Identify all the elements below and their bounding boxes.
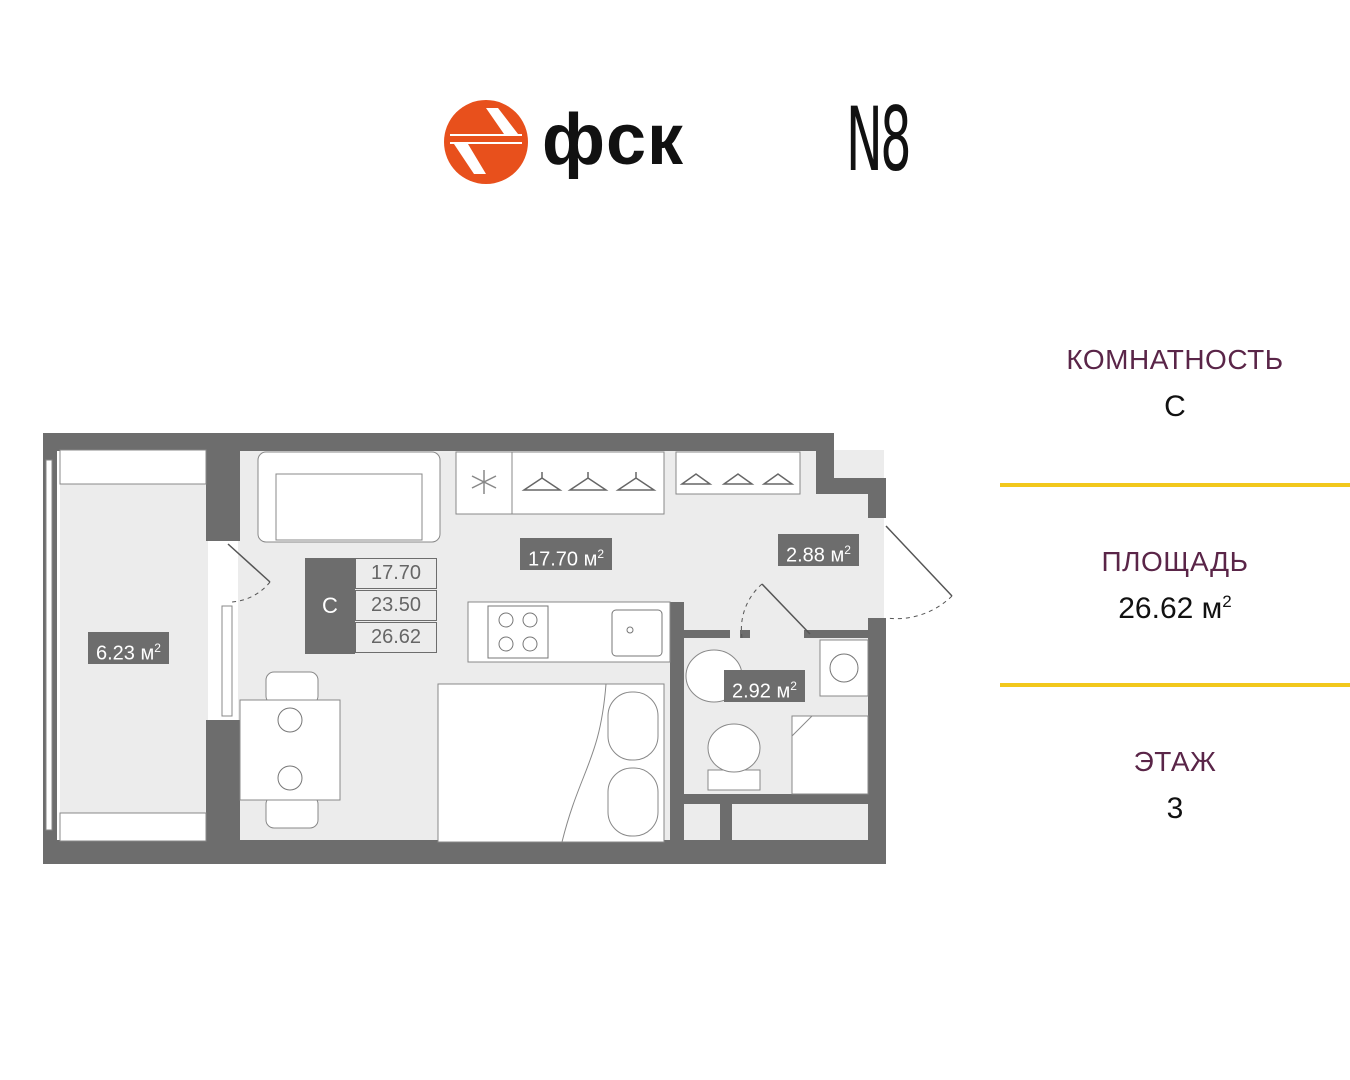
walls (43, 433, 886, 864)
rooms-value: С (1164, 390, 1186, 423)
shower-icon (791, 715, 869, 795)
floor-plan: 6.23 м2 17.70 м2 2.88 м2 2.92 м2 (40, 430, 970, 875)
room-area-balcony: 6.23 м2 (88, 632, 169, 665)
room-area-hall: 2.88 м2 (778, 534, 859, 567)
door-icon (227, 525, 953, 639)
total-area-cell: 23.50 (355, 590, 437, 621)
toilet-icon (707, 723, 761, 791)
project-logo: N8 (846, 88, 911, 191)
snowflake-icon (471, 470, 497, 494)
area-value: 26.62 м2 (1118, 592, 1232, 625)
bed-icon (437, 683, 665, 843)
area-summary-table: С 17.70 23.50 26.62 (305, 558, 437, 654)
divider (1000, 483, 1350, 487)
info-area: ПЛОЩАДЬ 26.62 м2 (1000, 546, 1350, 626)
area-label: ПЛОЩАДЬ (1101, 546, 1249, 577)
living-area-cell: 17.70 (355, 558, 437, 589)
fsk-logo: фск (442, 98, 702, 188)
rooms-label: КОМНАТНОСТЬ (1066, 344, 1284, 375)
apartment-type-cell: С (305, 558, 355, 654)
stove-icon (487, 605, 549, 659)
fsk-logo-text: фск (542, 100, 685, 180)
sink-icon (611, 609, 663, 657)
sofa-icon (257, 451, 441, 543)
floor-value: 3 (1166, 792, 1184, 825)
room-area-studio: 17.70 м2 (520, 538, 613, 571)
floor-label: ЭТАЖ (1133, 746, 1217, 777)
hanger-icon (521, 472, 795, 491)
info-floor: ЭТАЖ 3 (1000, 746, 1350, 826)
washing-machine-icon (819, 639, 869, 697)
divider (1000, 683, 1350, 687)
fsk-mark-icon (444, 100, 528, 184)
table-icon (239, 671, 341, 829)
floor-plan-drawing (43, 433, 953, 864)
info-rooms: КОМНАТНОСТЬ С (1000, 344, 1350, 424)
room-area-bath: 2.92 м2 (724, 670, 805, 703)
total-area-with-balcony-cell: 26.62 (355, 622, 437, 653)
